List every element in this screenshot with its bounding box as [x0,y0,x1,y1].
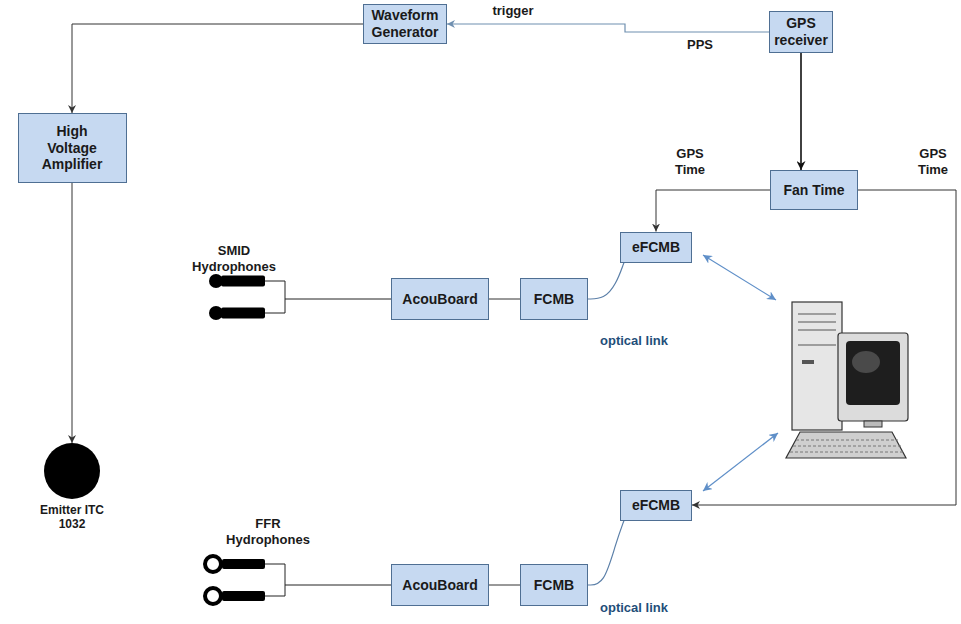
node-text: Emitter ITC 1032 [36,503,108,532]
node-text: AcouBoard [396,291,484,308]
connector [447,24,769,32]
node-text: High Voltage Amplifier [32,123,113,173]
process-box: GPS receiver [769,11,833,53]
sensor-label: FFR Hydrophones [222,516,314,547]
process-box: AcouBoard [391,564,489,606]
connector [489,585,520,586]
connector [800,53,802,170]
ffr-hydrophones [205,556,391,604]
node-text: AcouBoard [396,577,484,594]
process-box: eFCMB [620,490,692,521]
process-box: Fan Time [770,170,858,210]
link-label: optical link [600,333,668,349]
emitter-disc [44,443,100,499]
process-box: AcouBoard [391,278,489,320]
process-box: Waveform Generator [363,4,447,44]
signal-label: trigger [492,3,533,19]
signal-label: GPS Time [669,146,711,177]
process-box: FCMB [520,278,588,320]
connector [692,190,956,505]
node-text: FCMB [525,577,583,594]
sensor-label: SMID Hydrophones [188,243,280,274]
emitter-symbol [44,443,100,499]
process-box: FCMB [520,564,588,606]
signal-label: GPS Time [912,146,954,177]
connector [72,24,363,113]
node-text: eFCMB [625,239,687,256]
node-text: Fan Time [775,182,853,199]
connector [72,183,73,443]
node-text: GPS receiver [773,15,829,49]
computer-links [703,255,778,491]
computer-icon [786,302,908,458]
node-text: Waveform Generator [368,7,442,41]
node-text: eFCMB [625,497,687,514]
connector [588,263,624,300]
signal-label: PPS [687,37,713,53]
process-box: High Voltage Amplifier [18,113,127,183]
emitter-node: Emitter ITC 1032 [36,443,108,532]
link-label: optical link [600,600,668,616]
connector [489,299,520,300]
smid-hydrophones [209,274,391,320]
process-box: eFCMB [620,232,692,263]
node-text: FCMB [525,291,583,308]
connector [588,521,624,586]
connector [656,190,770,232]
